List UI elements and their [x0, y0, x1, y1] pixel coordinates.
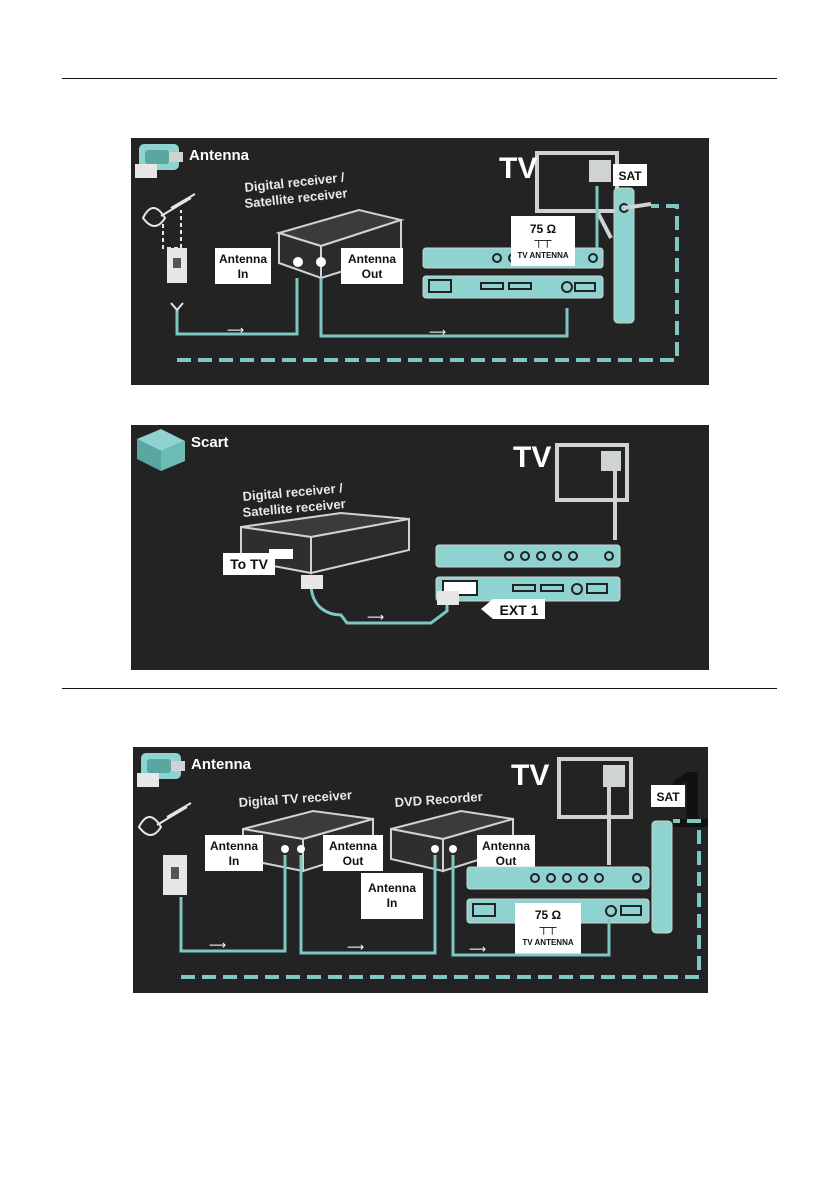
diagram-title: Antenna: [189, 147, 250, 164]
tv-connection-panel: [436, 545, 620, 601]
svg-text:⟶: ⟶: [429, 325, 446, 339]
svg-text:TV ANTENNA: TV ANTENNA: [522, 938, 573, 947]
antenna-out-tag: Antenna Out: [341, 248, 403, 284]
satellite-dish-icon: [143, 194, 195, 226]
svg-text:Antenna: Antenna: [329, 839, 377, 853]
diagram-title: Scart: [191, 434, 229, 451]
digital-tv-receiver-label: Digital TV receiver: [238, 787, 352, 810]
dvd-recorder-label: DVD Recorder: [394, 789, 483, 810]
tv-label: TV: [513, 441, 551, 474]
svg-text:SAT: SAT: [656, 790, 680, 804]
svg-text:Antenna: Antenna: [368, 881, 416, 895]
sat-tag: SAT: [613, 164, 647, 186]
tv-side-panel: [652, 821, 672, 933]
svg-text:EXT 1: EXT 1: [500, 602, 539, 618]
svg-text:Antenna: Antenna: [348, 252, 396, 266]
svg-text:Out: Out: [362, 267, 383, 281]
svg-text:SAT: SAT: [618, 169, 642, 183]
svg-text:⟶: ⟶: [227, 323, 244, 337]
svg-text:⟶: ⟶: [367, 610, 384, 624]
ext1-tag: EXT 1: [481, 599, 545, 619]
scart-plug-icon: [137, 429, 185, 471]
satellite-dish-icon: [139, 803, 191, 835]
svg-text:Antenna: Antenna: [210, 839, 258, 853]
antenna-connection-diagram: Antenna TV Digital receiver / Satellite …: [131, 138, 709, 385]
antenna-dvd-connection-diagram: Antenna TV 1 Digital TV receiver DVD Rec…: [133, 747, 708, 993]
svg-text:To TV: To TV: [230, 556, 269, 572]
svg-text:Out: Out: [343, 854, 364, 868]
scart-connection-diagram: Scart TV Digital receiver / Satellite re…: [131, 425, 709, 670]
sat-tag: SAT: [651, 785, 685, 807]
tv-label: TV: [499, 152, 537, 185]
antenna-in-tag: Antenna In: [205, 835, 263, 871]
svg-text:⟶: ⟶: [347, 940, 364, 954]
svg-text:┬┬: ┬┬: [538, 920, 557, 935]
svg-text:⟶: ⟶: [209, 938, 226, 952]
diagram-title: Antenna: [191, 756, 252, 773]
antenna-out-tag: Antenna Out: [323, 835, 383, 871]
tv-antenna-tag: 75 Ω ┬┬ TV ANTENNA: [515, 903, 581, 955]
tv-antenna-tag: 75 Ω ┬┬ TV ANTENNA: [511, 216, 575, 266]
svg-text:┬┬: ┬┬: [533, 233, 552, 248]
section-divider: [62, 688, 777, 689]
svg-text:In: In: [238, 267, 249, 281]
svg-text:Out: Out: [496, 854, 517, 868]
svg-text:In: In: [387, 896, 398, 910]
svg-text:Antenna: Antenna: [219, 252, 267, 266]
to-tv-tag: To TV: [223, 553, 275, 575]
svg-text:TV ANTENNA: TV ANTENNA: [517, 251, 568, 260]
top-divider: [62, 78, 777, 79]
antenna-in-tag: Antenna In: [215, 248, 271, 284]
svg-text:In: In: [229, 854, 240, 868]
dvd-antenna-out-tag: Antenna Out: [477, 835, 535, 871]
svg-text:Antenna: Antenna: [482, 839, 530, 853]
tv-icon: [557, 445, 627, 540]
antenna-plug-icon: [137, 753, 185, 787]
antenna-plug-icon: [135, 144, 183, 178]
svg-text:⟶: ⟶: [469, 942, 486, 956]
tv-icon: [559, 759, 631, 865]
tv-label: TV: [511, 759, 549, 792]
dvd-antenna-in-tag: Antenna In: [361, 873, 423, 919]
